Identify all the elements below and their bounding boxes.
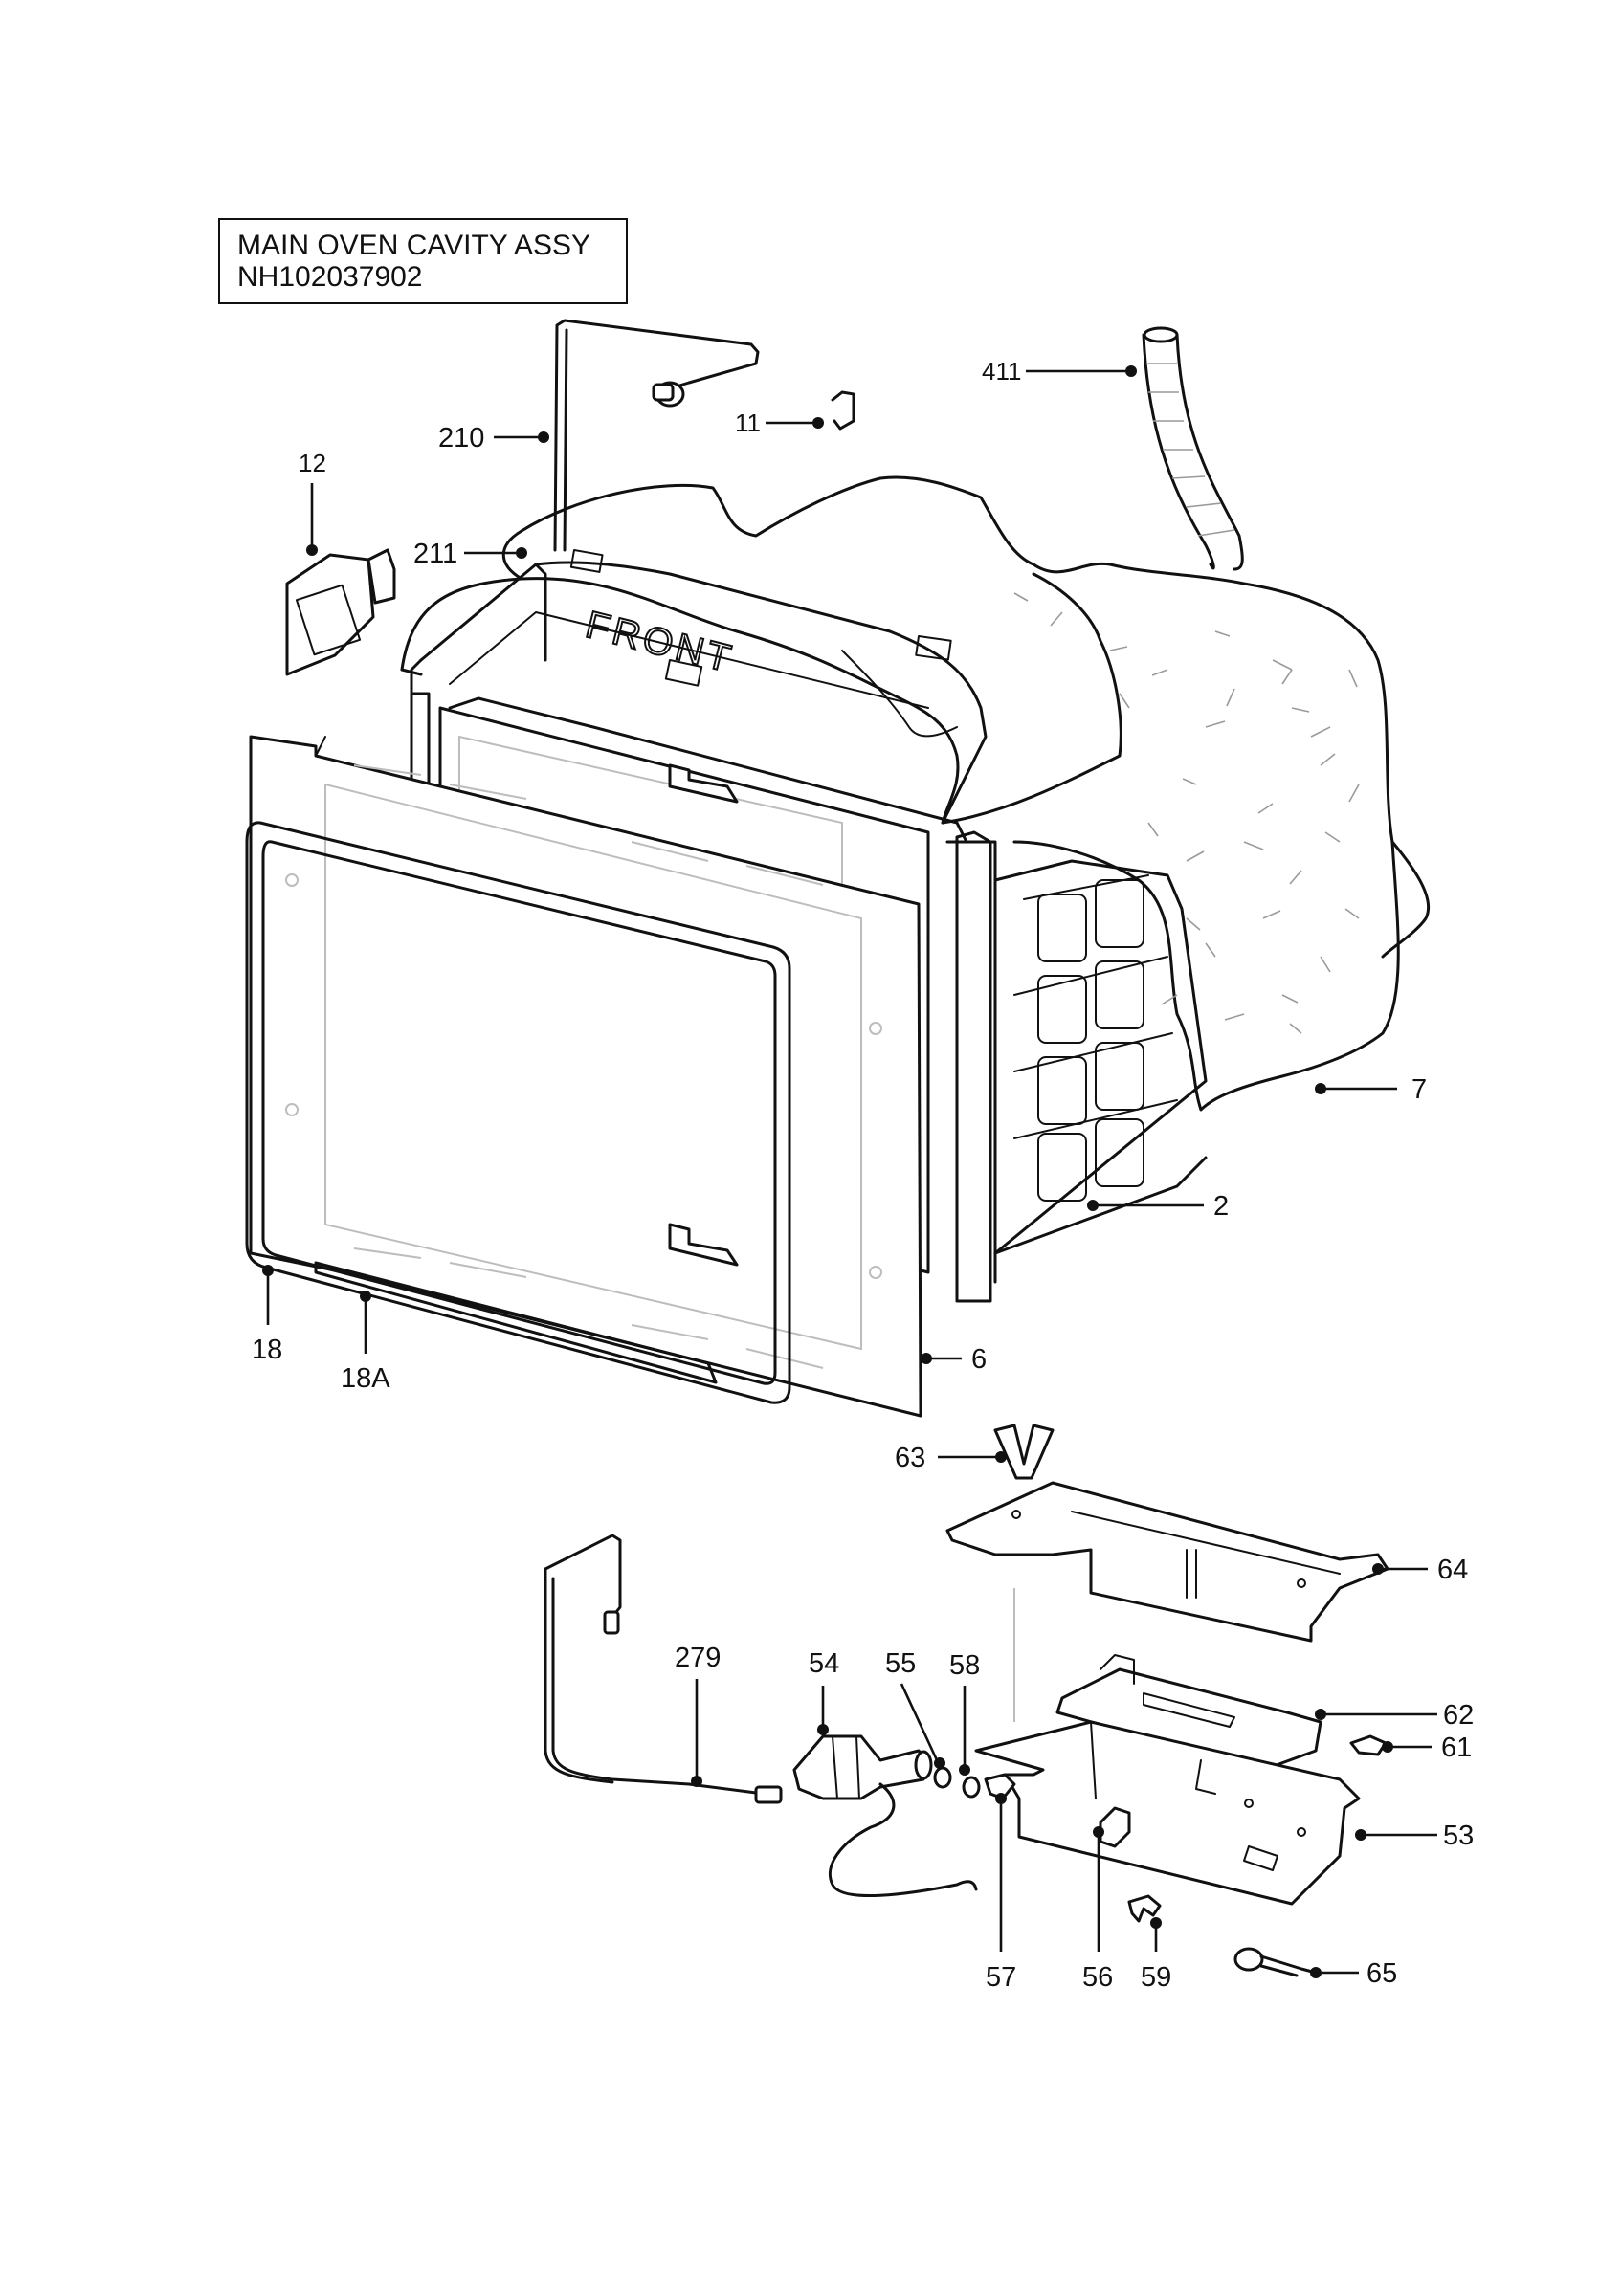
callout-59: 59 — [1141, 1962, 1171, 1993]
callout-dot — [1315, 1709, 1326, 1720]
nut-56 — [1099, 1806, 1131, 1848]
temperature-probe — [553, 319, 760, 552]
callout-11: 11 — [735, 408, 761, 437]
callout-2: 2 — [1213, 1191, 1229, 1222]
callout-61: 61 — [1441, 1733, 1472, 1763]
gas-valve — [792, 1734, 933, 1800]
burner-tray — [974, 1720, 1361, 1906]
heat-shield-bracket — [945, 1481, 1389, 1643]
callout-65: 65 — [1366, 1958, 1397, 1989]
callout-18: 18 — [252, 1335, 282, 1365]
callout-55: 55 — [885, 1648, 916, 1679]
callout-dot — [817, 1724, 829, 1735]
callout-7: 7 — [1411, 1074, 1427, 1105]
callout-279: 279 — [675, 1643, 721, 1673]
callout-dot — [1310, 1967, 1322, 1978]
callout-56: 56 — [1082, 1962, 1113, 1993]
assembly-part-number: NH102037902 — [237, 261, 423, 293]
callout-54: 54 — [809, 1648, 839, 1679]
callout-dot — [1125, 365, 1137, 377]
callout-63: 63 — [895, 1443, 925, 1473]
spring-clip-65 — [1233, 1947, 1318, 1977]
front-frame — [249, 735, 922, 1418]
callout-18a: 18A — [341, 1363, 390, 1394]
clip-59 — [1127, 1894, 1162, 1923]
callout-58: 58 — [949, 1650, 980, 1681]
callout-dot — [691, 1776, 702, 1787]
clip-11 — [831, 390, 855, 430]
callout-dot — [995, 1451, 1007, 1463]
callout-12: 12 — [299, 449, 326, 477]
thermocouple-wire — [828, 1782, 978, 1897]
door-seal — [245, 821, 791, 1404]
elbow-57 — [984, 1773, 1016, 1800]
callout-210: 210 — [438, 423, 484, 453]
callout-dot — [306, 544, 318, 556]
injector-55 — [933, 1766, 952, 1789]
washer-58 — [962, 1776, 981, 1799]
callout-dot — [1382, 1741, 1393, 1753]
callout-62: 62 — [1443, 1700, 1474, 1731]
callout-dot — [1372, 1563, 1384, 1575]
callout-64: 64 — [1437, 1555, 1468, 1585]
callout-dot — [1355, 1829, 1366, 1841]
callout-dot — [1315, 1083, 1326, 1094]
clip-63 — [993, 1424, 1055, 1480]
callout-dot — [360, 1291, 371, 1302]
igniter-lead — [544, 1534, 783, 1804]
callout-dot — [995, 1793, 1007, 1804]
assembly-title-box: MAIN OVEN CAVITY ASSY NH102037902 — [218, 218, 628, 304]
callouts: 411 11 210 12 211 7 2 18 18A — [252, 357, 1474, 1993]
callout-dot — [1087, 1200, 1099, 1211]
callout-dot — [934, 1757, 945, 1769]
callout-dot — [812, 417, 824, 429]
lamp-cover — [285, 548, 396, 676]
callout-6: 6 — [971, 1344, 987, 1375]
callout-411: 411 — [982, 357, 1021, 386]
callout-dot — [1093, 1826, 1104, 1838]
callout-53: 53 — [1443, 1821, 1474, 1851]
flue-hose — [1142, 326, 1244, 571]
callout-211: 211 — [413, 539, 457, 569]
callout-57: 57 — [986, 1962, 1016, 1993]
callout-dot — [959, 1764, 970, 1776]
callout-dot — [516, 547, 527, 559]
assembly-name: MAIN OVEN CAVITY ASSY — [237, 230, 590, 261]
front-label: FRONT — [582, 604, 739, 681]
callout-dot — [262, 1265, 274, 1276]
callout-dot — [1150, 1917, 1162, 1929]
insulation-blanket — [400, 475, 1431, 1112]
clip-61 — [1349, 1734, 1388, 1756]
callout-dot — [538, 431, 549, 443]
callout-dot — [921, 1353, 932, 1364]
